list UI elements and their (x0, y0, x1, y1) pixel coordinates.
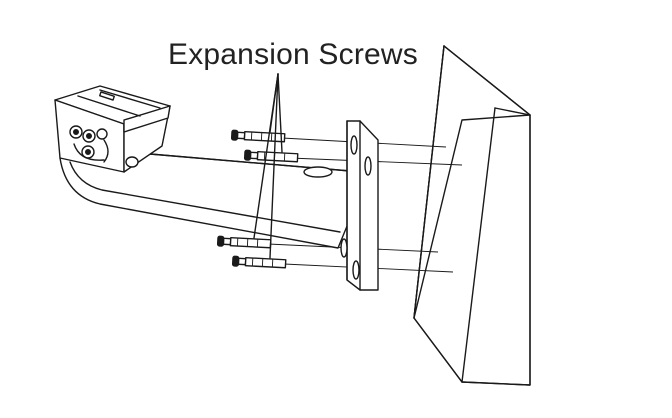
mount-head (54, 85, 171, 173)
callout-leader-lines (253, 73, 283, 259)
expansion-screw (231, 255, 287, 269)
expansion-screw (243, 149, 299, 163)
expansion-screw (216, 235, 272, 249)
wall-plate (340, 120, 379, 291)
wall-block (413, 45, 531, 386)
expansion-screw (230, 129, 286, 143)
bracket-arm (59, 153, 367, 249)
expansion-screws-label: Expansion Screws (168, 38, 418, 71)
